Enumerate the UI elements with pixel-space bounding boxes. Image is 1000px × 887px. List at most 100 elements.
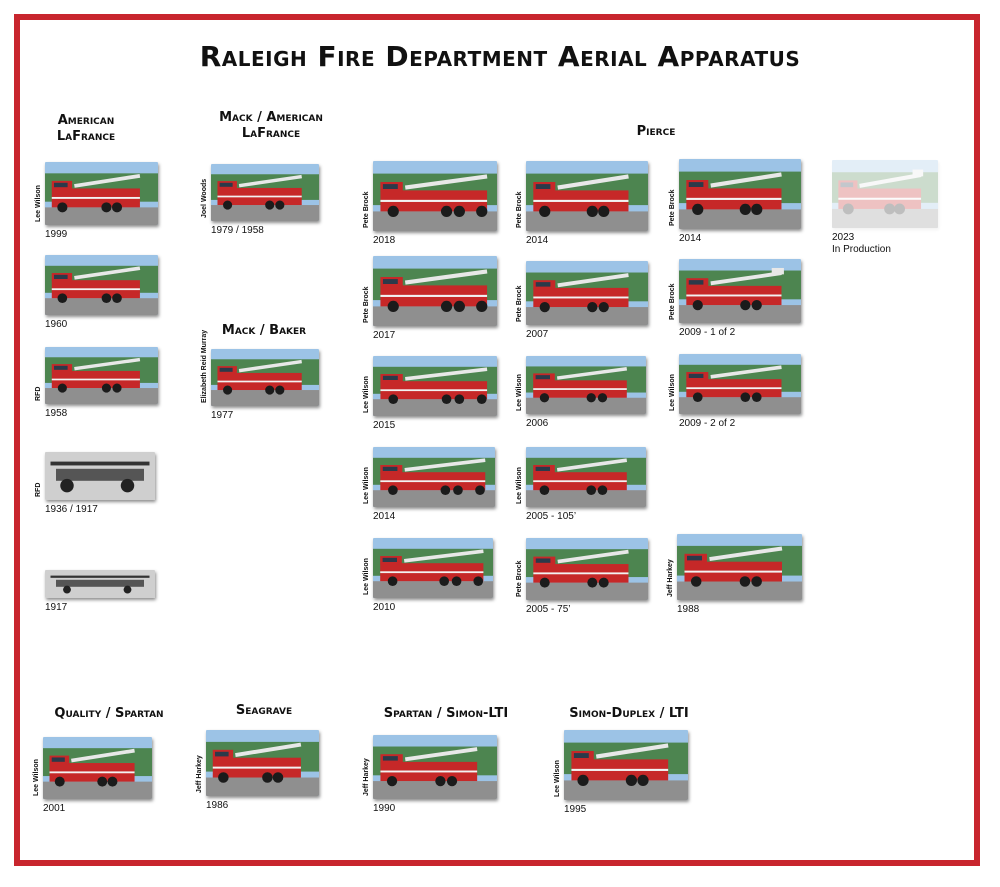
truck-photo [373, 735, 497, 799]
caption-line: 2007 [526, 329, 549, 340]
truck-photo [526, 261, 648, 325]
truck-photo [526, 161, 648, 231]
truck-photo [526, 538, 648, 600]
section-title-simon-duplex-lti: Simon-Duplex / LTI [569, 706, 689, 721]
caption-line: 1979 / 1958 [211, 225, 264, 236]
page-title: Raleigh Fire Department Aerial Apparatus [199, 40, 801, 73]
caption-line: 1917 [45, 602, 68, 613]
photo-year-caption: 2014 [373, 511, 395, 523]
caption-line: 2018 [373, 235, 396, 246]
truck-photo [373, 447, 495, 507]
caption-line: 2006 [526, 418, 549, 429]
caption-line: 2014 [526, 235, 549, 246]
caption-line: 1995 [564, 804, 587, 815]
photo-year-caption: 2010 [373, 602, 395, 614]
truck-photo [43, 737, 152, 799]
photo-year-caption: 2005 - 75’ [526, 604, 570, 616]
section-title-line: American [57, 113, 115, 128]
truck-photo [679, 159, 801, 229]
section-title-line: Mack / American [219, 110, 323, 125]
truck-photo [679, 259, 801, 323]
section-title-quality-spartan: Quality / Spartan [54, 706, 164, 721]
photo-year-caption: 2005 - 105’ [526, 511, 576, 523]
caption-line: 2005 - 75’ [526, 604, 571, 615]
section-title-mack-american-lafrance: Mack / American LaFrance [198, 110, 344, 142]
caption-line: 1988 [677, 604, 700, 615]
photo-year-caption: 2006 [526, 418, 548, 430]
caption-line: 2023 [832, 232, 855, 243]
photo-credit: Pete Brock [516, 191, 523, 228]
caption-line: 1990 [373, 803, 396, 814]
photo-credit: Pete Brock [516, 285, 523, 322]
photo-year-caption: 2014 [679, 233, 701, 245]
photo-credit: Jeff Harkey [363, 758, 370, 796]
truck-photo [526, 447, 646, 507]
truck-photo [373, 356, 497, 416]
truck-photo [564, 730, 688, 800]
section-title-line: LaFrance [241, 126, 301, 141]
truck-photo [45, 347, 158, 404]
caption-line: 2014 [373, 511, 396, 522]
caption-line: 1958 [45, 408, 68, 419]
photo-credit: Joel Woods [201, 178, 208, 218]
caption-line: 1977 [211, 410, 234, 421]
photo-year-caption: 2009 - 1 of 2 [679, 327, 735, 339]
section-title-line: LaFrance [56, 129, 116, 144]
photo-year-caption: 2001 [43, 803, 65, 815]
caption-line: 1960 [45, 319, 68, 330]
photo-credit: Pete Brock [363, 191, 370, 228]
section-title-mack-baker: Mack / Baker [221, 323, 307, 338]
photo-credit: RFD [35, 482, 42, 497]
photo-year-caption: 1990 [373, 803, 395, 815]
photo-credit: Lee Wilson [35, 185, 42, 222]
section-title-pierce: Pierce [636, 124, 676, 139]
truck-photo [45, 452, 155, 500]
photo-year-caption: 1988 [677, 604, 699, 616]
section-title-seagrave: Seagrave [235, 703, 293, 718]
photo-credit: Lee Wilson [33, 759, 40, 796]
page-border [14, 14, 980, 866]
truck-photo [373, 256, 497, 326]
caption-line: 2017 [373, 330, 396, 341]
photo-credit: Pete Brock [669, 283, 676, 320]
truck-photo [45, 570, 155, 598]
caption-line: In Production [832, 244, 891, 255]
truck-photo [679, 354, 801, 414]
photo-year-caption: 1986 [206, 800, 228, 812]
photo-credit: Lee Wilson [363, 558, 370, 595]
truck-photo [45, 162, 158, 225]
photo-year-caption: 2018 [373, 235, 395, 247]
photo-credit: Lee Wilson [669, 374, 676, 411]
truck-photo [526, 356, 646, 414]
truck-photo [373, 538, 493, 598]
caption-line: 2005 - 105’ [526, 511, 577, 522]
photo-year-caption: 1999 [45, 229, 67, 241]
photo-credit: Lee Wilson [516, 467, 523, 504]
photo-credit: Pete Brock [669, 189, 676, 226]
caption-line: 2001 [43, 803, 66, 814]
truck-photo [211, 349, 319, 406]
photo-year-caption: 2015 [373, 420, 395, 432]
caption-line: 1986 [206, 800, 229, 811]
photo-credit: Lee Wilson [363, 376, 370, 413]
photo-year-caption: 1979 / 1958 [211, 225, 264, 237]
photo-credit: Elizabeth Reid Murray [201, 329, 208, 403]
photo-year-caption: 2007 [526, 329, 548, 341]
photo-year-caption: 1936 / 1917 [45, 504, 98, 516]
truck-photo [373, 161, 497, 231]
caption-line: 2014 [679, 233, 702, 244]
section-title-spartan-simon-lti: Spartan / Simon-LTI [383, 706, 509, 721]
caption-line: 1936 / 1917 [45, 504, 98, 515]
photo-credit: RFD [35, 386, 42, 401]
caption-line: 2010 [373, 602, 396, 613]
caption-line: 1999 [45, 229, 68, 240]
photo-year-caption: 1977 [211, 410, 233, 422]
truck-photo [832, 160, 938, 228]
photo-year-caption: 2009 - 2 of 2 [679, 418, 735, 430]
photo-year-caption: 1995 [564, 804, 586, 816]
photo-year-caption: 2014 [526, 235, 548, 247]
photo-credit: Pete Brock [363, 286, 370, 323]
truck-photo [206, 730, 319, 796]
photo-year-caption: 1917 [45, 602, 67, 614]
photo-year-caption: 1958 [45, 408, 67, 420]
